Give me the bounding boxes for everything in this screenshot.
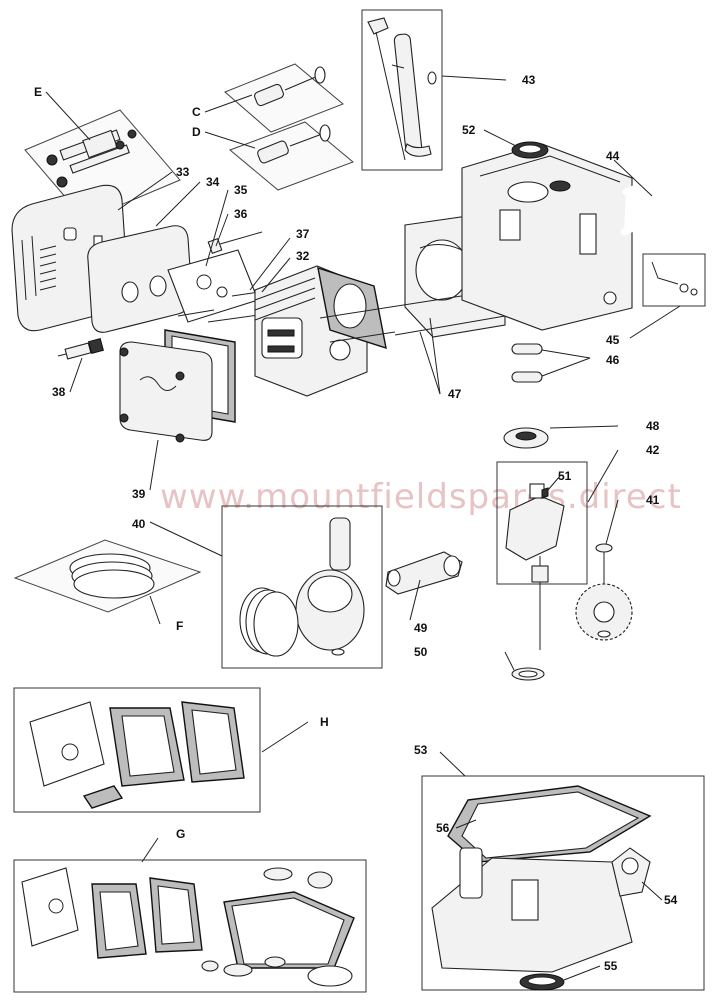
label-55: 55 bbox=[604, 959, 618, 973]
label-33: 33 bbox=[176, 165, 190, 179]
label-53: 53 bbox=[414, 743, 428, 757]
label-46: 46 bbox=[606, 353, 620, 367]
part-labels: E C D 33 34 35 36 37 32 38 39 40 F H G 4… bbox=[34, 73, 678, 973]
label-45: 45 bbox=[606, 333, 620, 347]
spring-kit-bag-D[interactable] bbox=[229, 121, 354, 191]
label-42: 42 bbox=[646, 443, 660, 457]
label-49: 49 bbox=[414, 621, 428, 635]
label-C: C bbox=[192, 105, 201, 119]
washer-50[interactable] bbox=[511, 667, 545, 681]
leader-lines bbox=[45, 75, 681, 981]
camshaft-41[interactable] bbox=[575, 543, 633, 641]
label-48: 48 bbox=[646, 419, 660, 433]
label-32: 32 bbox=[296, 249, 310, 263]
spark-plug-38[interactable] bbox=[57, 338, 104, 360]
label-34: 34 bbox=[206, 175, 220, 189]
label-54: 54 bbox=[664, 893, 678, 907]
head-gasket[interactable] bbox=[317, 266, 387, 350]
label-F: F bbox=[176, 619, 183, 633]
muffler-34[interactable] bbox=[87, 225, 193, 333]
breather-pipe-44[interactable] bbox=[620, 177, 688, 236]
rocker-cover-39[interactable] bbox=[119, 341, 213, 443]
label-43: 43 bbox=[522, 73, 536, 87]
label-37: 37 bbox=[296, 227, 310, 241]
piston-kit-40[interactable] bbox=[221, 505, 383, 669]
valve-kit-bag-E[interactable] bbox=[24, 109, 181, 221]
label-H: H bbox=[320, 715, 329, 729]
label-36: 36 bbox=[234, 207, 248, 221]
label-40: 40 bbox=[132, 517, 146, 531]
label-G: G bbox=[176, 827, 185, 841]
label-35: 35 bbox=[234, 183, 248, 197]
oil-seal-55[interactable] bbox=[519, 973, 565, 991]
crankcase[interactable] bbox=[461, 143, 633, 331]
label-51: 51 bbox=[558, 469, 572, 483]
watermark-text: www.mountfieldspares.direct bbox=[160, 477, 682, 517]
label-D: D bbox=[192, 125, 201, 139]
bearing-48[interactable] bbox=[503, 427, 549, 449]
sump-assembly-53[interactable] bbox=[421, 775, 705, 991]
spring-kit-bag-C[interactable] bbox=[224, 63, 344, 133]
label-44: 44 bbox=[606, 149, 620, 163]
label-56: 56 bbox=[436, 821, 450, 835]
piston-ring-bag-F[interactable] bbox=[13, 539, 202, 613]
label-E: E bbox=[34, 85, 42, 99]
gasket-set-H[interactable] bbox=[13, 687, 261, 813]
oil-seal-52[interactable] bbox=[511, 141, 549, 159]
label-47: 47 bbox=[448, 387, 462, 401]
label-52: 52 bbox=[462, 123, 476, 137]
label-41: 41 bbox=[646, 493, 660, 507]
lever-kit-45[interactable] bbox=[642, 253, 706, 307]
crankshaft-42[interactable] bbox=[496, 461, 588, 650]
key-51[interactable] bbox=[541, 487, 549, 499]
dowel-pins-46[interactable] bbox=[511, 343, 543, 383]
connecting-rod-49[interactable] bbox=[385, 551, 463, 595]
bolt-36[interactable] bbox=[207, 231, 263, 255]
label-39: 39 bbox=[132, 487, 146, 501]
full-gasket-set-G[interactable] bbox=[13, 859, 367, 993]
label-38: 38 bbox=[52, 385, 66, 399]
dipstick-assembly-43[interactable] bbox=[361, 9, 443, 171]
label-50: 50 bbox=[414, 645, 428, 659]
